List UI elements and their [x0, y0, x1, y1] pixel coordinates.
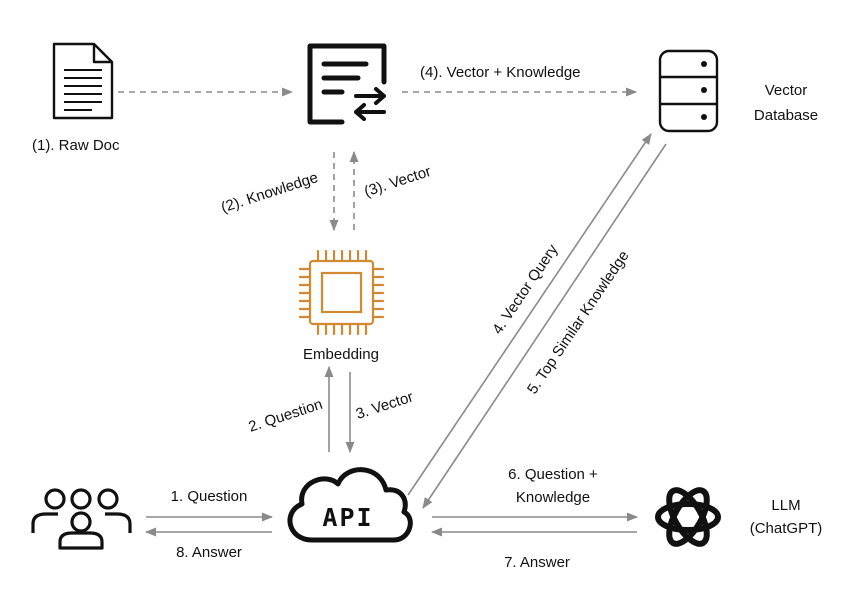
edge-label-vector-3: (3). Vector: [362, 163, 433, 201]
arrow-api-to-vectordb: [407, 133, 652, 496]
api-label: API: [322, 503, 373, 532]
openai-logo-icon: [655, 487, 721, 547]
edge-label-answer-8: 8. Answer: [176, 544, 242, 561]
embedding-label: Embedding: [303, 346, 379, 363]
arrow-vectordb-to-api: [422, 143, 667, 509]
edge-label-vector-3b: 3. Vector: [354, 388, 416, 422]
edge-label-question-2: 2. Question: [247, 396, 325, 436]
vector-db-label-line2: Database: [754, 107, 818, 124]
document-icon: [52, 42, 114, 120]
edge-label-question-knowledge-line2: Knowledge: [516, 489, 590, 506]
edge-label-vector-query: 4. Vector Query: [489, 241, 562, 337]
llm-label-line2: (ChatGPT): [750, 520, 823, 537]
edge-label-question-1: 1. Question: [171, 488, 248, 505]
edge-label-knowledge: (2). Knowledge: [219, 169, 320, 216]
vector-db-label-line1: Vector: [765, 82, 808, 99]
edge-label-answer-7: 7. Answer: [504, 554, 570, 571]
api-cloud-icon: API: [287, 467, 413, 543]
database-icon: [658, 49, 719, 133]
users-icon: [31, 488, 132, 550]
llm-label-line1: LLM: [771, 497, 800, 514]
edge-label-vector-knowledge: (4). Vector + Knowledge: [420, 64, 581, 81]
document-sync-icon: [307, 43, 387, 125]
raw-doc-label: (1). Raw Doc: [32, 137, 120, 154]
chip-icon: [298, 249, 385, 336]
edge-label-question-knowledge-line1: 6. Question +: [508, 466, 598, 483]
